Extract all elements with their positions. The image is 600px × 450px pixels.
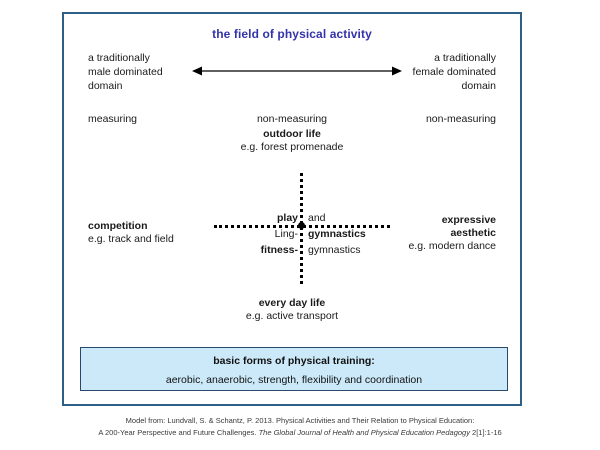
pole-expressive-aesthetic-title-line1: expressive — [441, 214, 496, 226]
pole-every-day-life-example: e.g. active transport — [245, 310, 339, 322]
measure-label-right: non-measuring — [425, 113, 496, 125]
double-headed-arrow-icon — [192, 66, 402, 76]
citation-line-1: Model from: Lundvall, S. & Schantz, P. 2… — [125, 416, 475, 425]
measure-label-left: measuring — [88, 113, 138, 125]
diagram-frame: the field of physical activity a traditi… — [62, 12, 522, 406]
pole-expressive-aesthetic-title-line2: aesthetic — [450, 227, 496, 239]
axis-label-male-domain: a traditionally male dominated domain — [88, 51, 218, 93]
center-label-gymnastics-bold: gymnastics — [308, 228, 366, 240]
measure-label-center: non-measuring — [256, 113, 328, 125]
pole-every-day-life-title: every day life — [258, 297, 326, 309]
pole-every-day-life: every day life e.g. active transport — [64, 297, 520, 323]
citation-line-2-prefix: A 200-Year Perspective and Future Challe… — [98, 428, 259, 437]
citation-journal-title: The Global Journal of Health and Physica… — [258, 428, 470, 437]
axis-label-male-domain-text: a traditionally male dominated domain — [88, 52, 163, 92]
basic-forms-box: basic forms of physical training: aerobi… — [80, 347, 508, 391]
center-label-ling: Ling- — [274, 228, 298, 240]
citation-line-2-suffix: 2[1]:1-16 — [469, 428, 502, 437]
pole-competition-title: competition — [88, 220, 148, 232]
pole-expressive-aesthetic-example: e.g. modern dance — [408, 240, 496, 252]
diagram-title: the field of physical activity — [212, 27, 372, 41]
pole-expressive-aesthetic: expressive aesthetic e.g. modern dance — [356, 214, 496, 253]
center-label-gymnastics: gymnastics — [308, 244, 361, 256]
center-label-and: and — [308, 212, 326, 224]
citation: Model from: Lundvall, S. & Schantz, P. 2… — [0, 415, 600, 439]
axis-label-female-domain: a traditionally female dominated domain — [366, 51, 496, 93]
pole-outdoor-life-example: e.g. forest promenade — [240, 141, 344, 153]
basic-forms-title: basic forms of physical training: — [213, 355, 375, 367]
center-label-fitness: fitness- — [260, 244, 298, 256]
axis-label-female-domain-text: a traditionally female dominated domain — [412, 52, 496, 92]
pole-outdoor-life: outdoor life e.g. forest promenade — [64, 128, 520, 154]
pole-outdoor-life-title: outdoor life — [263, 128, 321, 140]
pole-competition: competition e.g. track and field — [88, 220, 238, 246]
axis-origin-dot — [298, 222, 305, 229]
citation-line-2: A 200-Year Perspective and Future Challe… — [0, 427, 600, 439]
basic-forms-body: aerobic, anaerobic, strength, flexibilit… — [165, 374, 423, 386]
center-label-play: play — [276, 212, 298, 224]
pole-competition-example: e.g. track and field — [88, 233, 174, 245]
